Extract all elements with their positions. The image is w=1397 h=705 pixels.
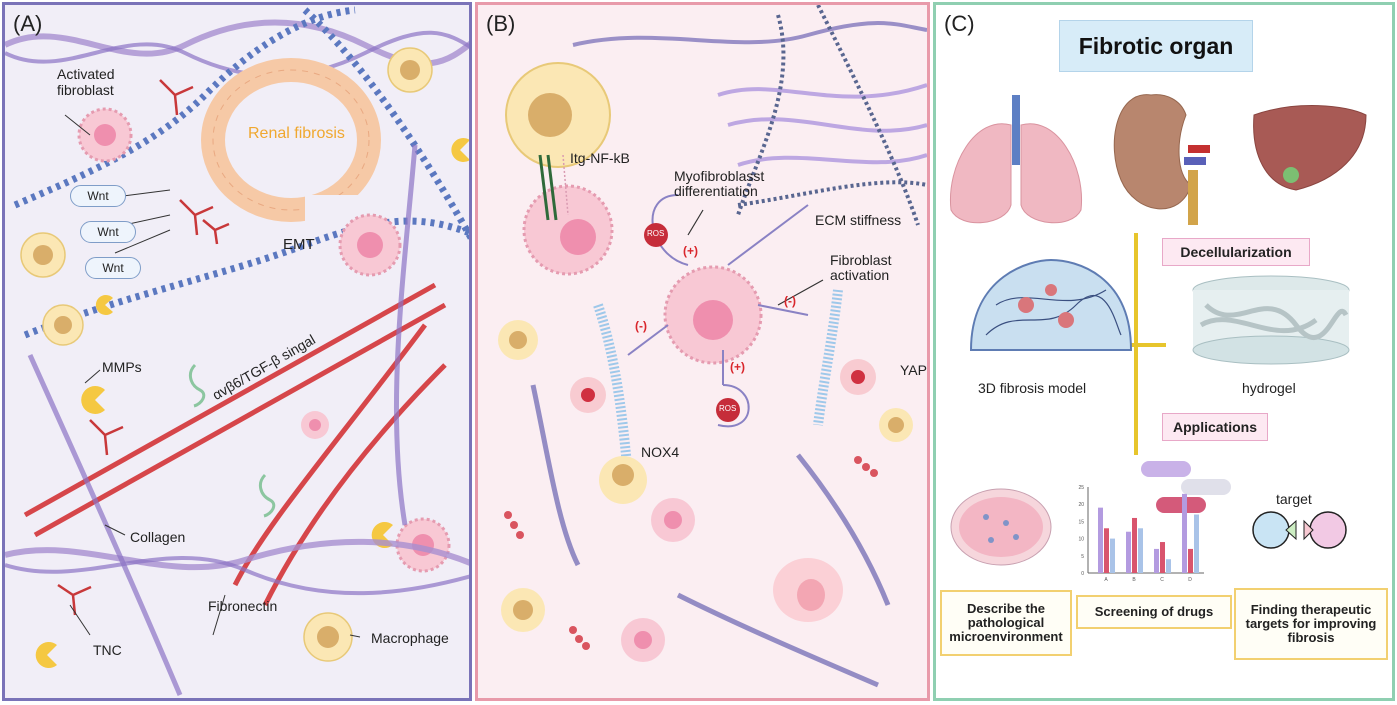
activated-fibroblast-label-2: fibroblast xyxy=(57,82,114,98)
sign-minus-2: (-) xyxy=(784,294,796,308)
mini-chart-bar xyxy=(1132,517,1137,573)
applications-box: Applications xyxy=(1162,413,1268,441)
emt-label: EMT xyxy=(283,236,315,253)
renal-fibrosis-label: Renal fibrosis xyxy=(248,125,345,142)
sign-plus-2: (+) xyxy=(730,360,745,374)
target-label: target xyxy=(1276,491,1312,507)
mini-chart-y-tick: 20 xyxy=(1078,502,1084,508)
panel-b: (B) Itg-NF-kB Myofibroblasst differentia… xyxy=(475,2,930,701)
wnt-label-1: Wnt xyxy=(70,185,126,207)
mini-chart-y-tick: 0 xyxy=(1081,571,1084,577)
mini-chart-bar xyxy=(1138,528,1143,573)
mini-chart-y-tick: 15 xyxy=(1078,519,1084,525)
activated-fibroblast-label-1: Activated xyxy=(57,66,115,82)
mini-chart-y-tick: 5 xyxy=(1081,554,1084,560)
mini-chart-x-tick: C xyxy=(1160,577,1164,583)
wnt-label-2: Wnt xyxy=(80,221,136,243)
mini-chart-bar xyxy=(1126,531,1131,573)
mini-chart-bar xyxy=(1154,548,1159,573)
ros-label-1: ROS xyxy=(647,229,665,238)
mini-chart-x-tick: D xyxy=(1188,577,1192,583)
mini-chart-bar xyxy=(1188,548,1193,573)
wnt-label-3: Wnt xyxy=(85,257,141,279)
mini-chart-y-tick: 10 xyxy=(1078,537,1084,543)
sign-plus-1: (+) xyxy=(683,244,698,258)
mini-chart-x-tick: A xyxy=(1104,577,1108,583)
mini-chart-x-tick: B xyxy=(1132,577,1136,583)
panel-a: (A) Activated fibroblast Renal fibrosis … xyxy=(2,2,472,701)
screening-drugs-box: Screening of drugs xyxy=(1076,595,1232,629)
panel-b-illustration xyxy=(498,5,927,688)
decellularization-box: Decellularization xyxy=(1162,238,1310,266)
mmps-label: MMPs xyxy=(102,359,142,375)
fibrotic-organ-title: Fibrotic organ xyxy=(1059,20,1253,72)
yap-label: YAP xyxy=(900,362,927,378)
panel-a-label: (A) xyxy=(13,11,43,36)
model-3d-label: 3D fibrosis model xyxy=(978,380,1087,396)
mini-bar-chart: 25 20 15 10 5 0A B C D xyxy=(1078,485,1204,583)
macrophage-label: Macrophage xyxy=(371,630,449,646)
ros-label-2: ROS xyxy=(719,404,737,413)
describe-microenvironment-box: Describe the pathological microenvironme… xyxy=(940,590,1072,656)
tnc-label: TNC xyxy=(93,642,122,658)
myofibroblast-label-1: Myofibroblasst xyxy=(674,168,765,184)
collagen-label: Collagen xyxy=(130,529,186,545)
mini-chart-y-tick: 25 xyxy=(1078,485,1084,491)
fibroblast-activation-label-2: activation xyxy=(830,267,890,283)
panel-b-label: (B) xyxy=(486,11,516,36)
panel-c-illustration xyxy=(949,94,1367,566)
mini-chart-bar xyxy=(1182,493,1187,573)
myofibroblast-label-2: differentiation xyxy=(674,183,758,199)
panel-a-illustration xyxy=(5,6,469,696)
nox4-label: NOX4 xyxy=(641,444,680,460)
panel-c-label: (C) xyxy=(944,11,975,36)
mini-chart-bar xyxy=(1194,514,1199,573)
sign-minus-1: (-) xyxy=(635,319,647,333)
mini-chart-bar xyxy=(1160,542,1165,573)
mini-chart-bar xyxy=(1098,507,1103,573)
hydrogel-label: hydrogel xyxy=(1242,380,1296,396)
finding-targets-box: Finding therapeutic targets for improvin… xyxy=(1234,588,1388,660)
fibroblast-activation-label-1: Fibroblast xyxy=(830,252,892,268)
mini-chart-bar xyxy=(1166,559,1171,573)
itg-nfkb-label: Itg-NF-kB xyxy=(570,150,630,166)
mini-chart-bar xyxy=(1110,538,1115,573)
mini-chart-bar xyxy=(1104,528,1109,573)
fibronectin-label: Fibronectin xyxy=(208,598,278,614)
ecm-stiffness-label: ECM stiffness xyxy=(815,212,902,228)
